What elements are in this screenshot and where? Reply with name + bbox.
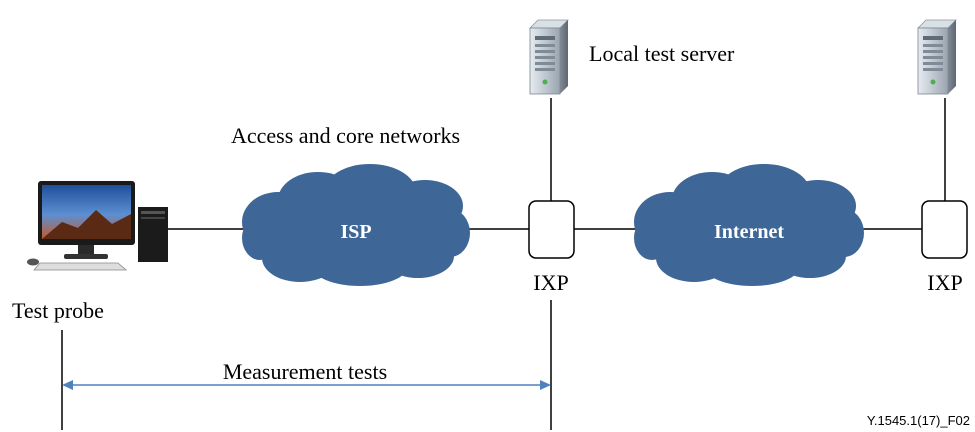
- local-test-server-label: Local test server: [589, 41, 735, 66]
- desktop-computer-icon: [27, 181, 168, 271]
- access-core-networks-label: Access and core networks: [231, 123, 460, 148]
- measurement-tests-label: Measurement tests: [223, 359, 387, 384]
- local-test-server-icon: [529, 19, 569, 95]
- test-probe-label: Test probe: [12, 298, 104, 323]
- connection-lines: [61, 98, 946, 430]
- internet-cloud: Internet: [634, 164, 864, 286]
- isp-cloud: ISP: [242, 164, 470, 286]
- figure-id-label: Y.1545.1(17)_F02: [867, 413, 970, 428]
- ixp-right-box: [921, 200, 968, 259]
- remote-test-server-icon: [917, 19, 957, 95]
- ixp-left-box: [528, 200, 575, 259]
- internet-label: Internet: [714, 221, 784, 243]
- ixp-left-label: IXP: [533, 270, 568, 295]
- isp-label: ISP: [340, 221, 371, 243]
- measurement-arrow: [62, 380, 551, 390]
- ixp-right-label: IXP: [927, 270, 962, 295]
